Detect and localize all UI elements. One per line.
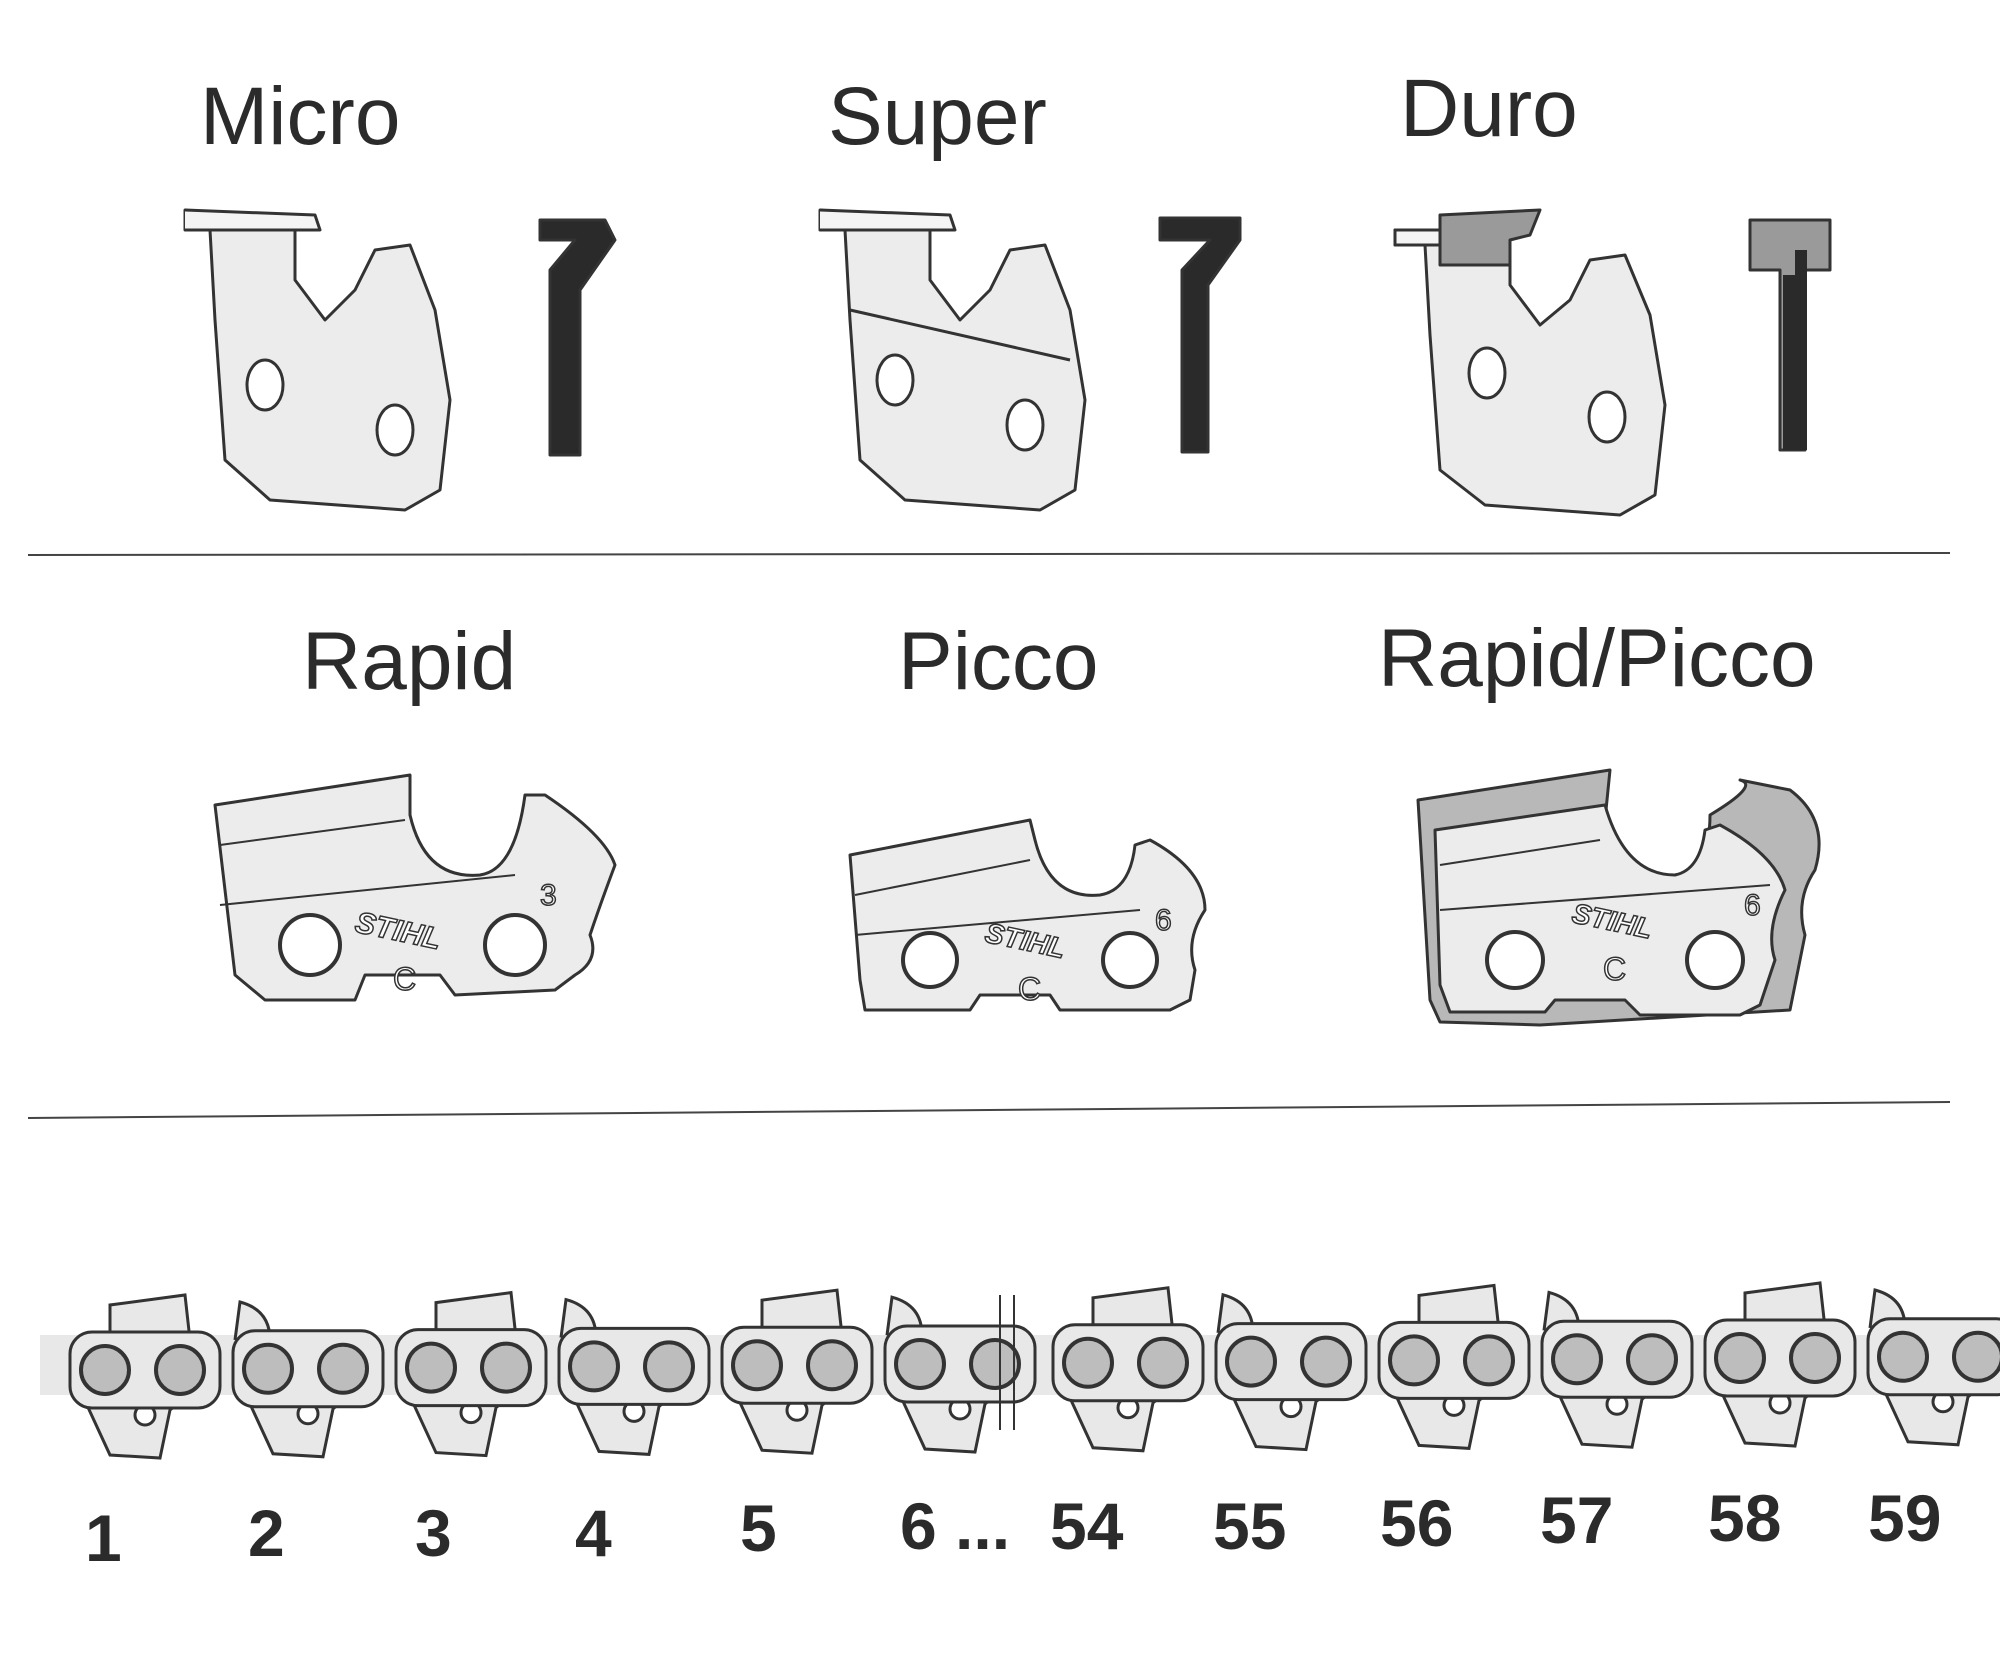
rivet bbox=[1062, 1336, 1114, 1389]
rivet bbox=[731, 1339, 783, 1392]
title-rapid-picco: Rapid/Picco bbox=[1378, 613, 1816, 704]
rivet bbox=[154, 1344, 206, 1396]
svg-text:6: 6 bbox=[1744, 889, 1761, 922]
rivet bbox=[568, 1340, 620, 1393]
super-cutter-drawing bbox=[818, 208, 1242, 512]
cutter-top-plate bbox=[1743, 1281, 1827, 1329]
rivet bbox=[1551, 1333, 1603, 1386]
picco-cutter-drawing bbox=[848, 818, 1207, 1012]
cutter-top-plate bbox=[1091, 1286, 1175, 1333]
rivet bbox=[1877, 1330, 1929, 1383]
svg-text:C: C bbox=[1018, 971, 1041, 1007]
cutter-top-plate bbox=[760, 1288, 844, 1336]
rivet bbox=[1952, 1330, 2000, 1383]
link-number-4: 4 bbox=[575, 1496, 612, 1570]
rivet bbox=[1388, 1334, 1440, 1387]
svg-text:6: 6 bbox=[1155, 904, 1172, 937]
svg-text:C: C bbox=[393, 961, 416, 997]
link-number-56: 56 bbox=[1380, 1486, 1454, 1560]
link-number-59: 59 bbox=[1868, 1481, 1942, 1555]
title-duro: Duro bbox=[1400, 63, 1578, 154]
rivet bbox=[480, 1341, 532, 1394]
rivet bbox=[79, 1344, 131, 1396]
rivet bbox=[806, 1339, 858, 1392]
rapid-cutter-drawing bbox=[213, 773, 617, 1002]
link-number-57: 57 bbox=[1540, 1483, 1614, 1557]
svg-text:3: 3 bbox=[540, 879, 557, 912]
cutter-top-plate bbox=[108, 1293, 192, 1341]
link-number-3: 3 bbox=[415, 1496, 452, 1570]
rivet bbox=[969, 1338, 1021, 1390]
link-number-1: 1 bbox=[85, 1501, 122, 1575]
link-number-2: 2 bbox=[248, 1496, 285, 1570]
rivet bbox=[1300, 1335, 1352, 1388]
link-number-58: 58 bbox=[1708, 1481, 1782, 1555]
title-super: Super bbox=[828, 71, 1047, 162]
divider-line bbox=[27, 552, 1951, 556]
picco-stamp: STIHL C 6 bbox=[982, 903, 1173, 1008]
rivet bbox=[1714, 1332, 1766, 1384]
rivet bbox=[1626, 1333, 1678, 1386]
link-number-5: 5 bbox=[740, 1491, 777, 1565]
rivet bbox=[405, 1341, 457, 1394]
micro-cutter-drawing bbox=[183, 208, 617, 512]
duro-cutter-drawing bbox=[1393, 208, 1832, 517]
saw-chain-drawing bbox=[40, 1281, 2000, 1460]
link-number-55: 55 bbox=[1213, 1489, 1287, 1563]
title-micro: Micro bbox=[200, 71, 401, 162]
divider-line bbox=[27, 1101, 1951, 1119]
link-number-6: 6 ... bbox=[900, 1489, 1011, 1563]
link-number-54: 54 bbox=[1050, 1489, 1124, 1563]
title-picco: Picco bbox=[898, 616, 1099, 707]
rapid-picco-cutter-drawing bbox=[1416, 768, 1821, 1027]
rivet bbox=[1137, 1336, 1189, 1389]
cutter-top-plate bbox=[1417, 1283, 1501, 1331]
cutter-top-plate bbox=[434, 1290, 518, 1338]
svg-text:C: C bbox=[1603, 951, 1626, 987]
rivet bbox=[1225, 1335, 1277, 1388]
rivet bbox=[317, 1342, 369, 1395]
rivet bbox=[242, 1342, 294, 1395]
title-rapid: Rapid bbox=[302, 616, 517, 707]
rivet bbox=[643, 1340, 695, 1393]
rivet bbox=[1463, 1334, 1515, 1387]
rivet bbox=[1789, 1332, 1841, 1384]
chain-break-marker bbox=[999, 1295, 1015, 1430]
rivet bbox=[894, 1338, 946, 1390]
